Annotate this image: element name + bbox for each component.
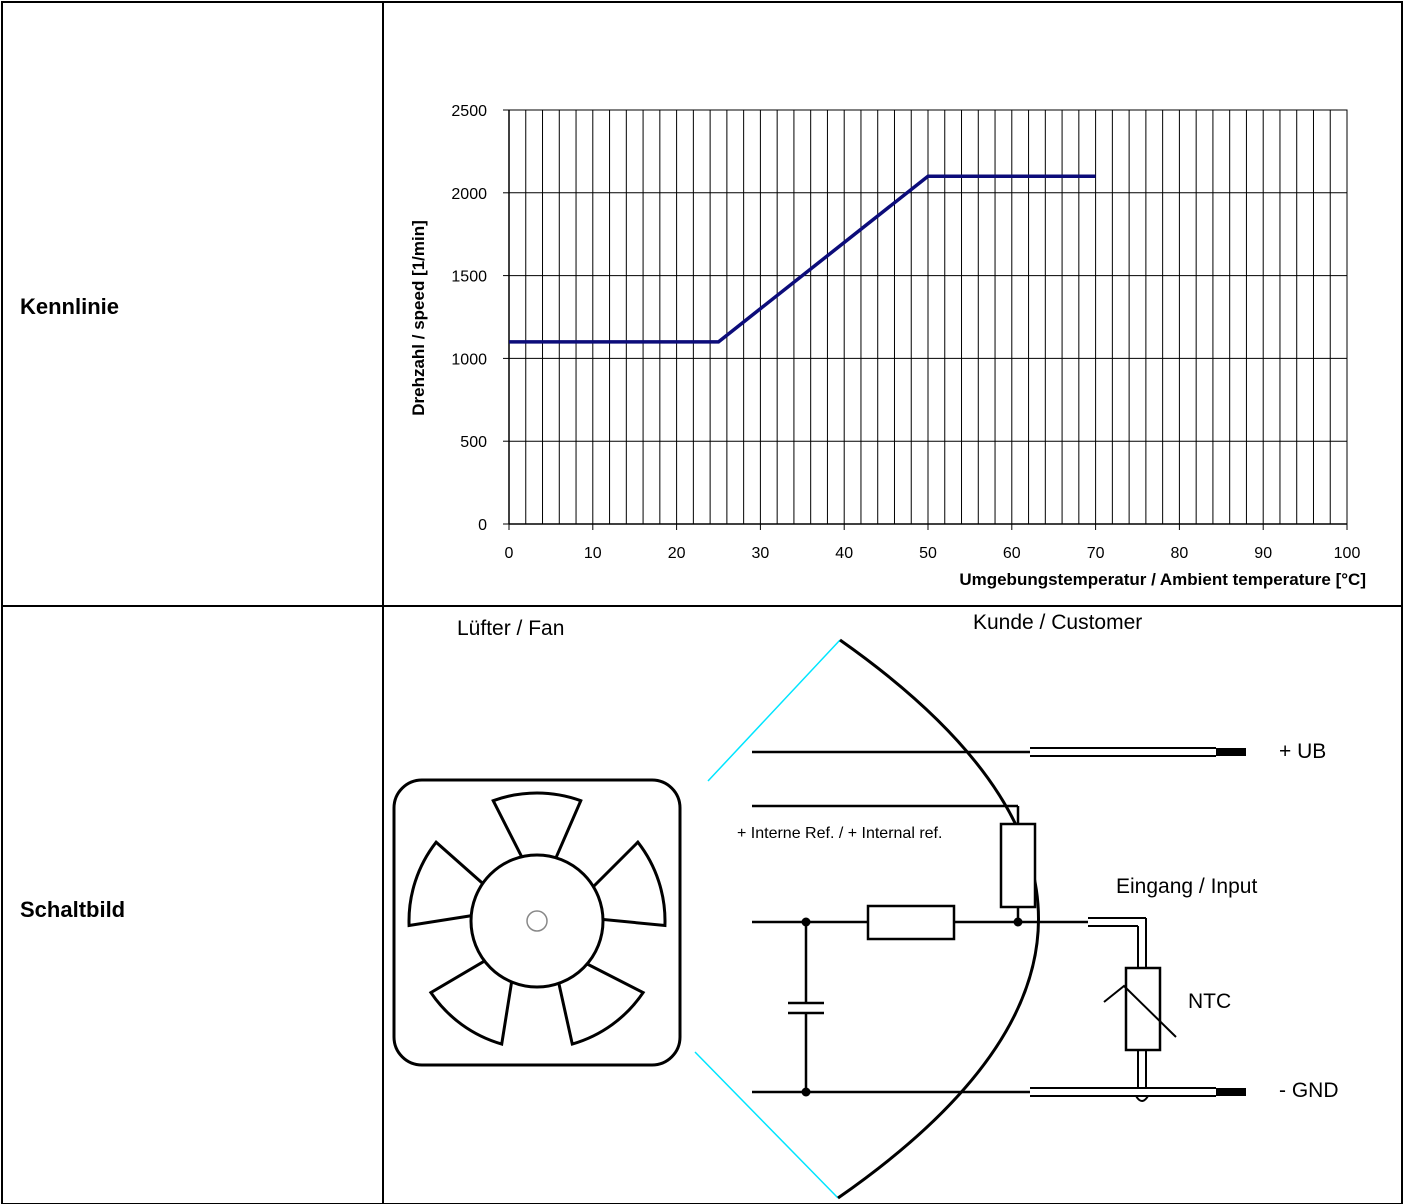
fan-blade <box>555 959 646 1046</box>
chart-axes <box>503 109 1348 530</box>
x-tick-label: 100 <box>1334 545 1361 562</box>
fan-blade <box>491 791 583 865</box>
fan-blade <box>407 840 490 928</box>
fan-blade <box>587 839 667 928</box>
gnd-terminal-label: - GND <box>1279 1079 1339 1102</box>
series-resistor <box>866 904 956 941</box>
y-tick-label: 500 <box>460 434 487 451</box>
x-tick-label: 30 <box>752 545 770 562</box>
fan-blade <box>428 956 515 1046</box>
ntc-label: NTC <box>1188 990 1231 1013</box>
series-line-0 <box>509 174 1096 344</box>
capacitor <box>788 1001 824 1015</box>
x-tick-label: 70 <box>1087 545 1105 562</box>
y-tick-label: 1000 <box>451 351 487 368</box>
y-tick-label: 2000 <box>451 186 487 203</box>
reference-resistor <box>999 822 1037 909</box>
x-tick-label: 10 <box>584 545 602 562</box>
customer-cables <box>1030 747 1216 1102</box>
y-tick-label: 1500 <box>451 269 487 286</box>
fan-blades <box>407 791 667 1046</box>
row-label-schaltbild: Schaltbild <box>20 897 126 922</box>
fan-side-label: Lüfter / Fan <box>457 617 564 640</box>
y-tick-label: 0 <box>478 517 487 534</box>
x-tick-label: 50 <box>919 545 937 562</box>
internal-reference-label: + Interne Ref. / + Internal ref. <box>737 825 942 842</box>
junction-dots <box>801 917 1023 1097</box>
x-tick-label: 60 <box>1003 545 1021 562</box>
x-tick-label: 20 <box>668 545 686 562</box>
fan-icon <box>392 778 682 1067</box>
ub-terminal-label: + UB <box>1279 740 1326 763</box>
wire-terminals <box>1216 748 1246 1096</box>
row-label-kennlinie: Kennlinie <box>20 294 120 319</box>
x-tick-label: 0 <box>505 545 514 562</box>
x-tick-label: 40 <box>835 545 853 562</box>
ntc-thermistor <box>1103 966 1177 1052</box>
x-tick-label: 80 <box>1171 545 1189 562</box>
input-label: Eingang / Input <box>1116 875 1257 898</box>
y-axis-label: Drehzahl / speed [1/min] <box>409 220 428 416</box>
chart-grid <box>509 109 1347 524</box>
x-axis-label: Umgebungstemperatur / Ambient temperatur… <box>959 570 1366 589</box>
customer-side-label: Kunde / Customer <box>973 611 1142 634</box>
y-tick-label: 2500 <box>451 103 487 120</box>
chart-series <box>508 174 1096 344</box>
fan-axle <box>526 910 548 932</box>
x-tick-label: 90 <box>1254 545 1272 562</box>
customer-boundary-arc <box>837 638 1040 1200</box>
zoom-callout-lines <box>694 639 841 1199</box>
